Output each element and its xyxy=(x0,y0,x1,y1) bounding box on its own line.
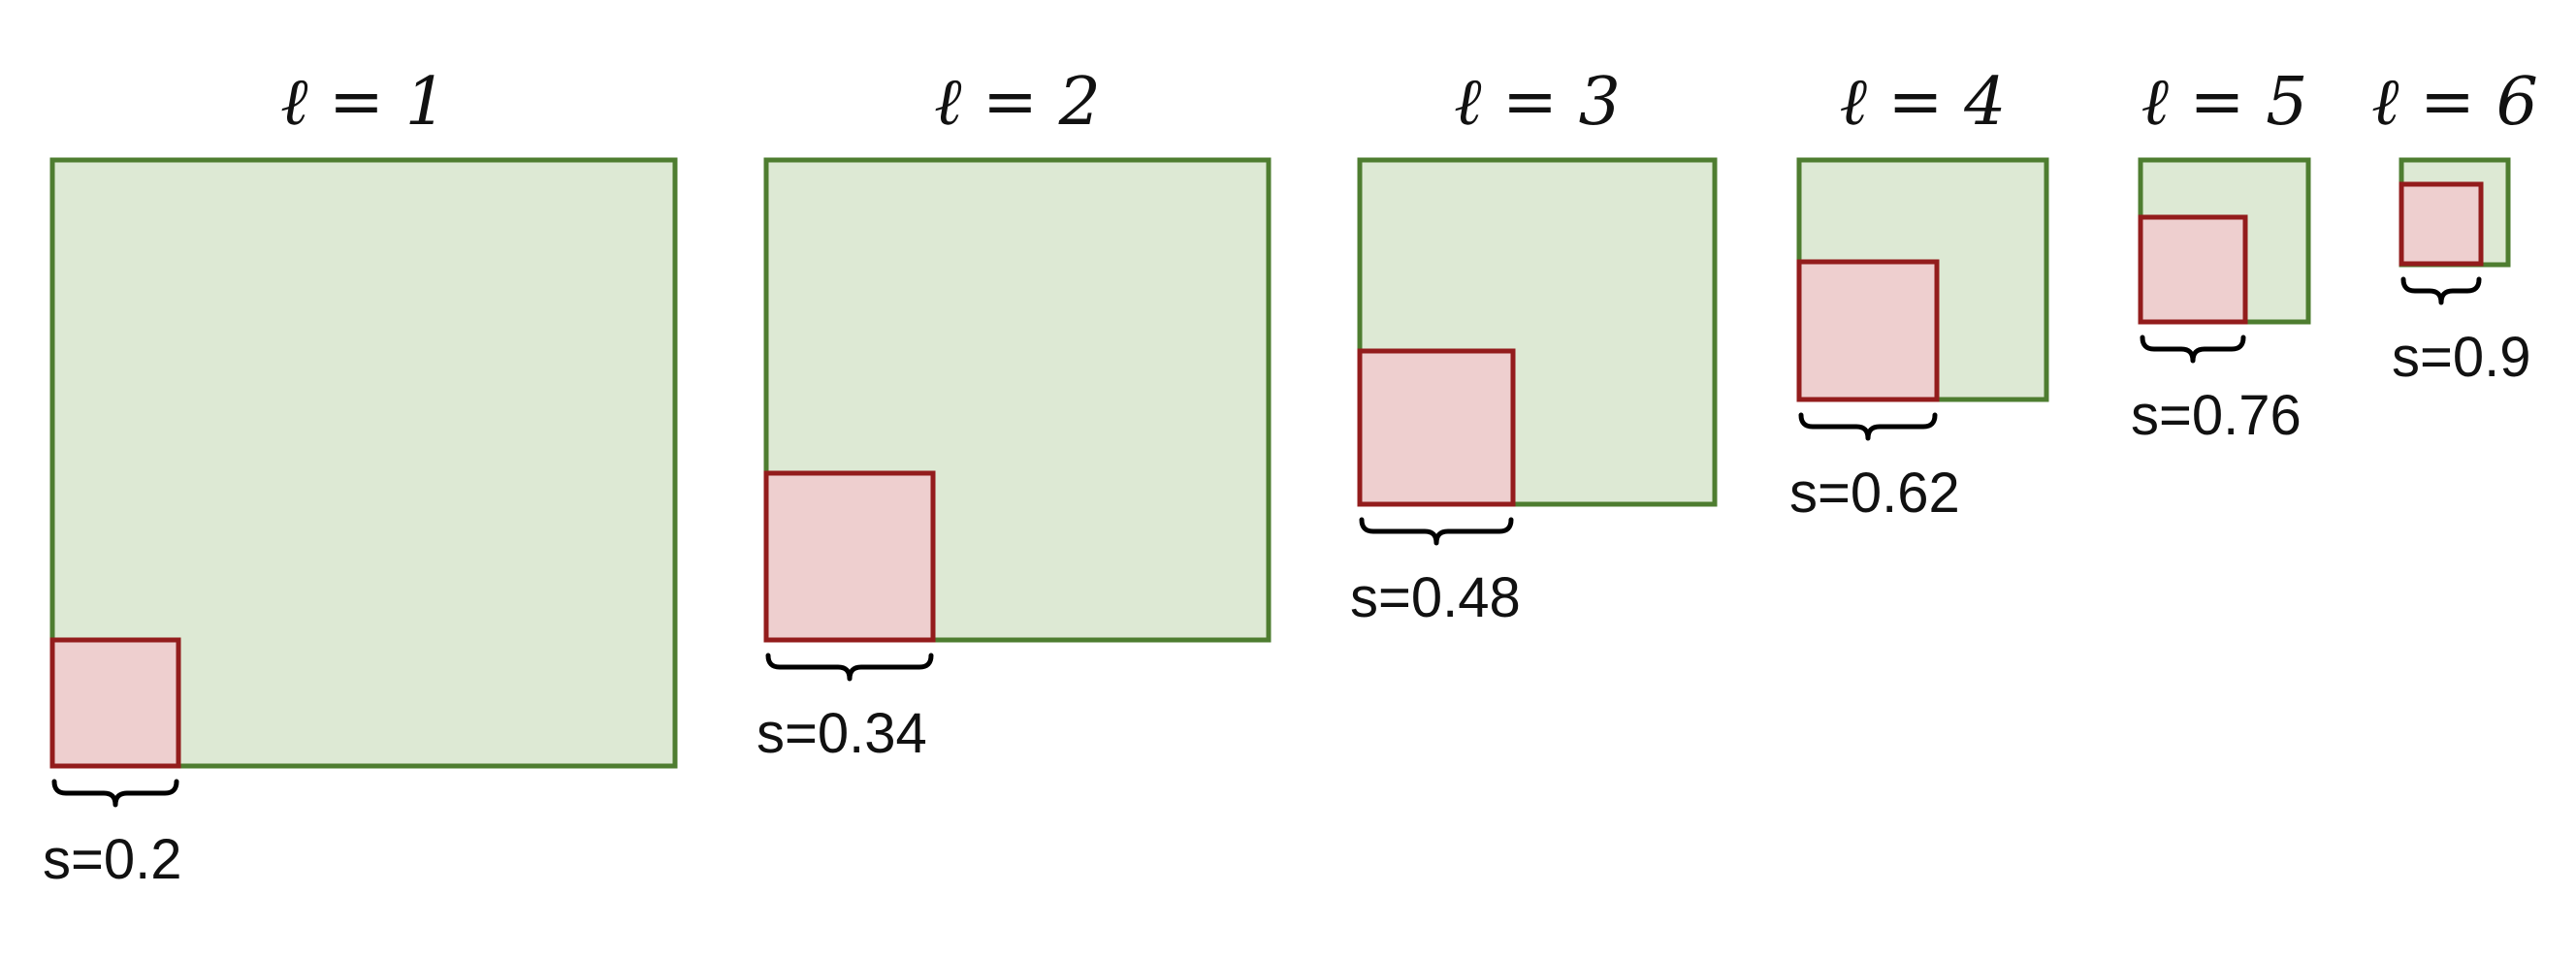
level-1-brace xyxy=(51,779,179,808)
level-1-crop-box xyxy=(49,637,181,769)
level-2-title: ℓ = 2 xyxy=(934,64,1101,141)
level-6-brace xyxy=(2400,276,2482,305)
level-4-group: ℓ = 4 s=0.62 xyxy=(1789,64,2049,525)
level-4-scale-label: s=0.62 xyxy=(1789,462,1960,525)
level-5-brace xyxy=(2140,335,2246,364)
level-6-title: ℓ = 6 xyxy=(2371,64,2538,141)
level-6-group: ℓ = 6 s=0.9 xyxy=(2371,64,2538,389)
level-5-title: ℓ = 5 xyxy=(2141,64,2308,141)
level-1-title: ℓ = 1 xyxy=(280,64,447,141)
level-6-scale-label: s=0.9 xyxy=(2392,326,2531,389)
level-1-group: ℓ = 1 s=0.2 xyxy=(43,64,678,891)
level-4-brace xyxy=(1798,412,1938,441)
level-2-crop-box xyxy=(763,470,936,643)
level-6-crop-box xyxy=(2399,181,2484,267)
level-2-brace xyxy=(765,653,934,682)
level-3-group: ℓ = 3 s=0.48 xyxy=(1350,64,1718,629)
level-2-group: ℓ = 2 s=0.34 xyxy=(757,64,1272,765)
level-2-scale-label: s=0.34 xyxy=(757,702,927,765)
level-3-crop-box xyxy=(1357,348,1516,507)
level-4-crop-box xyxy=(1796,259,1940,402)
level-1-scale-label: s=0.2 xyxy=(43,828,182,891)
level-3-brace xyxy=(1359,517,1514,546)
level-3-scale-label: s=0.48 xyxy=(1350,566,1521,629)
level-5-scale-label: s=0.76 xyxy=(2131,384,2302,447)
level-5-crop-box xyxy=(2138,214,2248,325)
level-4-title: ℓ = 4 xyxy=(1840,64,2007,141)
level-5-group: ℓ = 5 s=0.76 xyxy=(2131,64,2311,447)
level-3-title: ℓ = 3 xyxy=(1454,64,1621,141)
